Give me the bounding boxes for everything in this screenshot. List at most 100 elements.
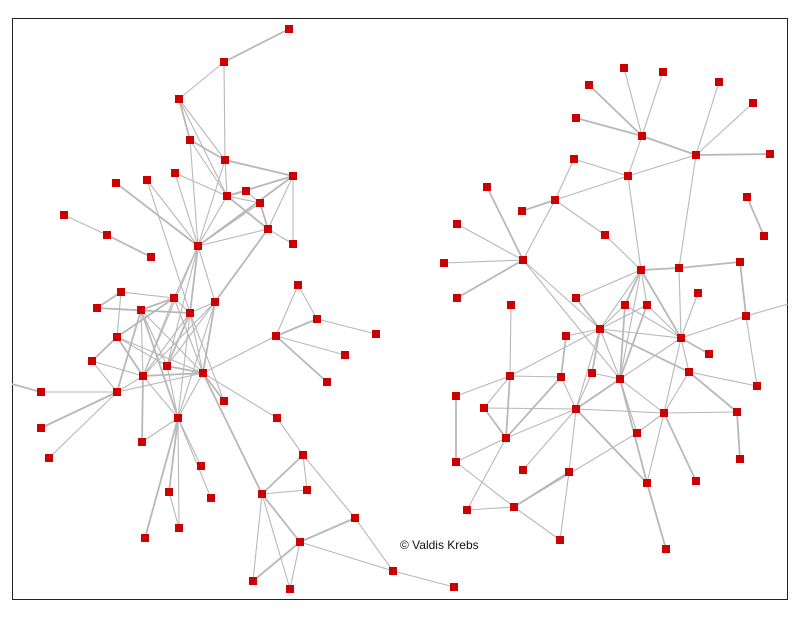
copyright-credit: © Valdis Krebs — [400, 538, 479, 552]
network-edge — [168, 491, 180, 529]
network-node — [37, 424, 45, 432]
network-edge — [619, 269, 642, 380]
network-edge — [680, 292, 699, 339]
network-edge — [259, 202, 269, 230]
network-edge — [174, 172, 199, 247]
network-node — [570, 155, 578, 163]
network-node — [171, 169, 179, 177]
network-edge — [91, 360, 118, 393]
network-node — [220, 58, 228, 66]
network-edge — [189, 139, 226, 161]
network-edge — [522, 199, 556, 261]
network-node — [170, 294, 178, 302]
network-edge — [173, 297, 204, 374]
network-node — [175, 524, 183, 532]
network-node — [143, 176, 151, 184]
network-edge — [678, 267, 682, 339]
network-node — [60, 211, 68, 219]
network-node — [601, 231, 609, 239]
network-node — [294, 281, 302, 289]
network-edge — [178, 98, 226, 161]
network-edge — [144, 417, 179, 539]
network-node — [551, 196, 559, 204]
network-edge — [455, 375, 511, 397]
network-edge — [142, 375, 179, 419]
network-edge — [575, 378, 621, 410]
network-edge — [619, 337, 682, 380]
network-node — [389, 567, 397, 575]
network-node — [694, 289, 702, 297]
network-node — [286, 585, 294, 593]
network-edge — [591, 372, 621, 380]
network-node — [452, 458, 460, 466]
network-node — [736, 258, 744, 266]
network-edge — [267, 228, 294, 245]
network-edge — [619, 378, 665, 414]
network-edge — [522, 408, 577, 471]
network-edge — [91, 336, 118, 362]
network-edge — [224, 159, 294, 177]
network-edge — [354, 517, 394, 572]
network-node — [749, 99, 757, 107]
network-edge — [575, 117, 643, 137]
network-edge — [509, 304, 512, 377]
network-edge — [560, 376, 577, 410]
network-node — [223, 192, 231, 200]
network-node — [753, 382, 761, 390]
network-edge — [197, 159, 226, 247]
network-edge — [189, 312, 225, 402]
network-edge — [560, 335, 567, 378]
network-node — [463, 506, 471, 514]
network-edge — [11, 383, 42, 393]
network-edge — [48, 391, 118, 459]
network-edge — [140, 297, 175, 311]
network-edge — [554, 175, 629, 201]
network-node — [372, 330, 380, 338]
network-edge — [261, 454, 304, 495]
network-edge — [189, 301, 216, 314]
network-node — [207, 494, 215, 502]
network-edge — [483, 375, 511, 409]
network-edge — [591, 328, 601, 374]
network-edge — [505, 375, 511, 439]
network-edge — [275, 318, 318, 337]
network-node — [519, 466, 527, 474]
network-node — [88, 357, 96, 365]
network-node — [480, 404, 488, 412]
network-edge — [140, 309, 204, 374]
network-node — [588, 369, 596, 377]
network-edge — [466, 437, 507, 511]
network-edge — [513, 506, 561, 541]
network-edge — [505, 376, 562, 439]
network-edge — [466, 506, 515, 511]
network-edge — [678, 261, 741, 269]
network-edge — [120, 291, 175, 299]
network-edge — [599, 328, 621, 380]
network-edge — [599, 304, 648, 330]
network-edge — [646, 412, 665, 484]
network-node — [440, 259, 448, 267]
network-node — [692, 151, 700, 159]
network-edge — [189, 312, 204, 374]
network-edge — [627, 135, 643, 177]
network-edge — [456, 223, 524, 261]
network-node — [139, 372, 147, 380]
network-edge — [261, 493, 291, 590]
network-edge — [302, 454, 356, 519]
network-node — [249, 577, 257, 585]
network-edge — [636, 412, 665, 434]
network-edge — [513, 432, 638, 508]
network-node — [141, 534, 149, 542]
network-node — [163, 362, 171, 370]
network-edge — [646, 304, 682, 339]
network-edge — [486, 186, 524, 261]
network-edge — [166, 301, 216, 367]
network-edge — [276, 417, 304, 456]
network-edge — [627, 175, 642, 271]
network-node — [519, 256, 527, 264]
network-edge — [623, 67, 643, 137]
network-node — [507, 301, 515, 309]
network-edge — [640, 267, 680, 271]
network-edge — [166, 312, 191, 367]
network-edge — [252, 541, 301, 582]
